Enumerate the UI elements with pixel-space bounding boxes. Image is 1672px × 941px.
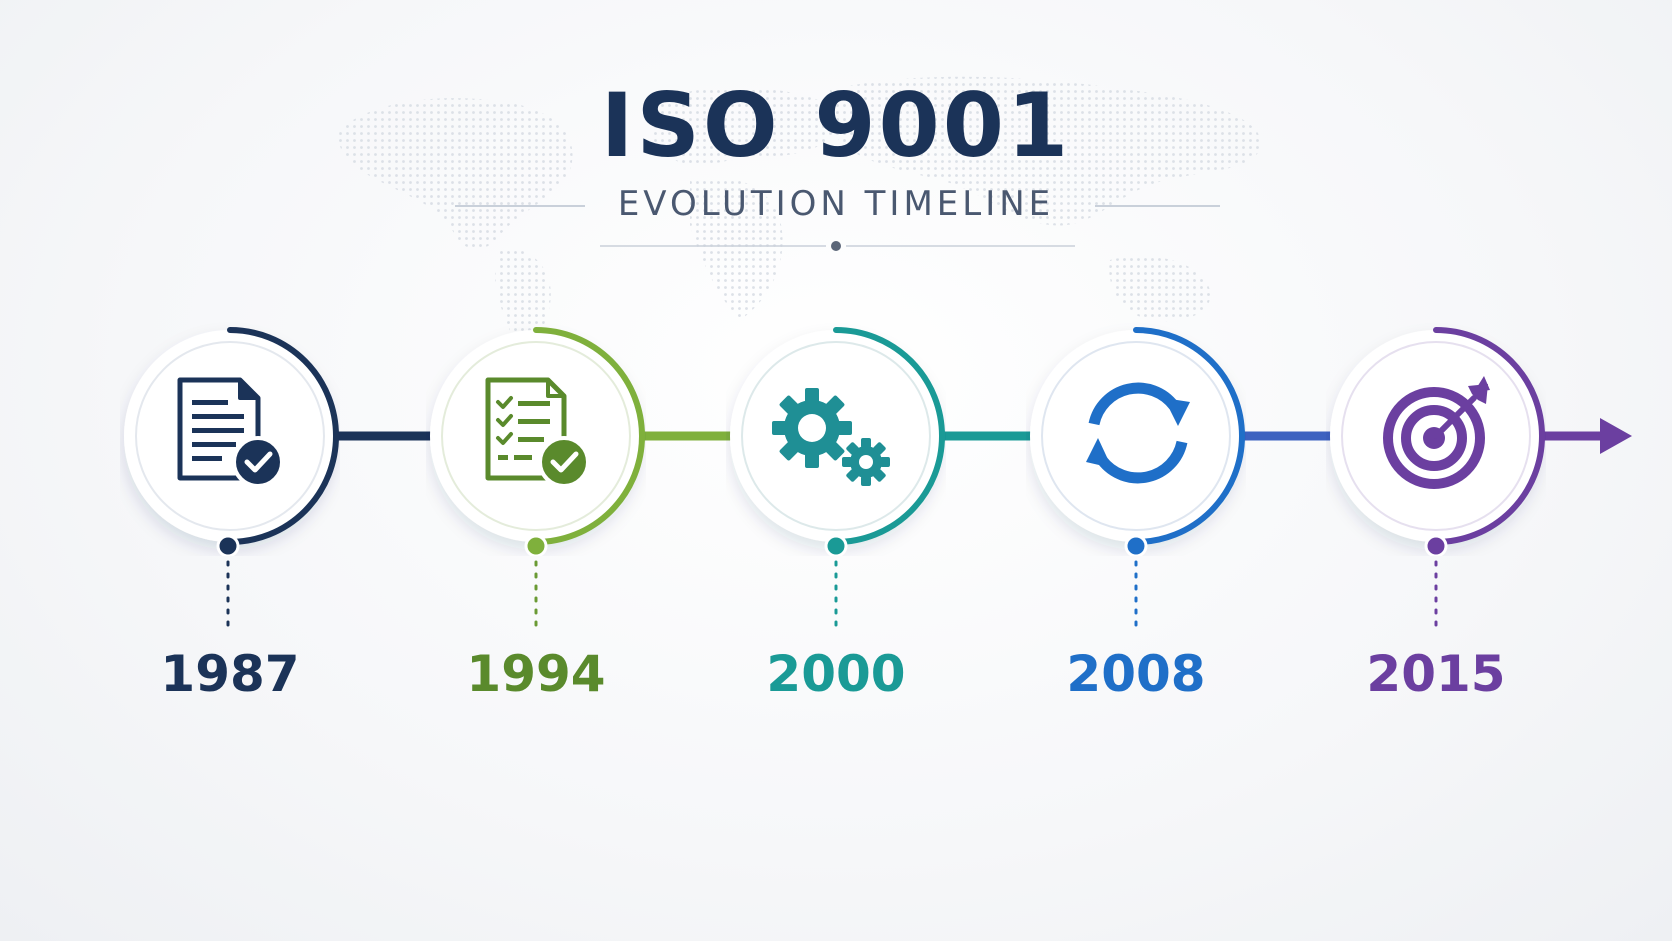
checklist-check-icon (485, 377, 590, 488)
milestone-1994: 1994 (426, 316, 646, 736)
dotted-stem (1434, 560, 1438, 634)
divider-dot (831, 241, 841, 251)
progress-arc (227, 327, 339, 545)
progress-arc (533, 327, 645, 545)
target-arrow-icon (1383, 376, 1490, 489)
year-label: 1994 (466, 645, 606, 703)
milestone-dot (1424, 534, 1448, 556)
milestone-circle (730, 327, 945, 556)
year-label: 2015 (1366, 645, 1506, 703)
timeline-arrowhead (1600, 418, 1632, 454)
page-subtitle: EVOLUTION TIMELINE (617, 184, 1055, 224)
milestone-circle (124, 327, 339, 556)
page-title: ISO 9001 (600, 74, 1072, 177)
milestone-circle (1330, 327, 1545, 556)
world-map-background (338, 76, 1262, 355)
milestone-2015: 2015 (1326, 316, 1546, 736)
milestone-1987: 1987 (120, 316, 340, 736)
dotted-stem (534, 560, 538, 634)
cycle-arrows-icon (1086, 382, 1190, 484)
year-label: 2008 (1066, 645, 1206, 703)
dotted-stem (1134, 560, 1138, 634)
header-decoration (455, 205, 1220, 251)
dotted-stem (226, 560, 230, 634)
milestone-2000: 2000 (726, 316, 946, 736)
year-label: 1987 (160, 645, 300, 703)
document-check-icon (177, 377, 284, 488)
gears-icon (772, 388, 890, 486)
progress-arc (833, 327, 945, 545)
milestone-dot (824, 534, 848, 556)
progress-arc (1433, 327, 1545, 545)
milestone-dot (1124, 534, 1148, 556)
milestone-circle (430, 327, 645, 556)
milestone-dot (524, 534, 548, 556)
dotted-stem (834, 560, 838, 634)
year-label: 2000 (766, 645, 906, 703)
milestone-dot (216, 534, 240, 556)
milestone-2008: 2008 (1026, 316, 1246, 736)
progress-arc (1133, 327, 1245, 545)
milestone-circle (1030, 327, 1245, 556)
